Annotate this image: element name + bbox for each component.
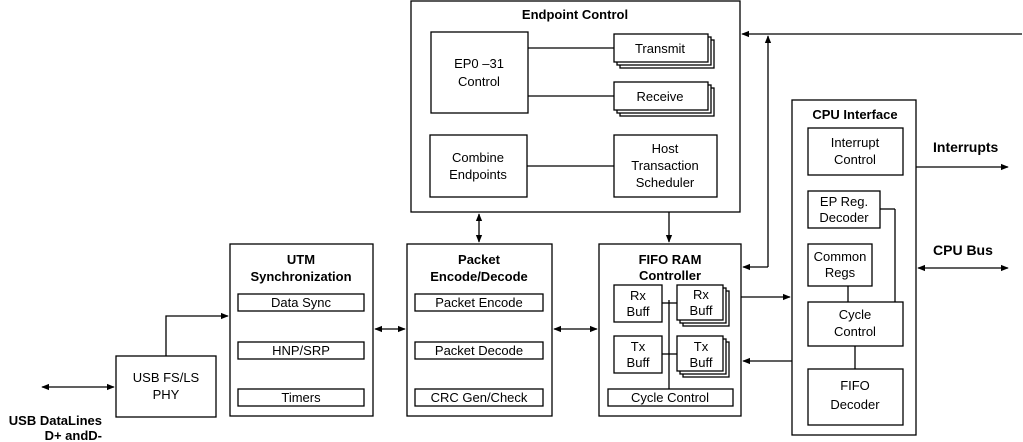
usb-datalines-label-line2: D+ andD- [45, 428, 102, 442]
rx-buff-2-line1: Rx [693, 287, 709, 302]
receive-label: Receive [637, 89, 684, 104]
transmit-label: Transmit [635, 41, 685, 56]
cpu-bus-label: CPU Bus [933, 242, 993, 258]
hnp-srp-label: HNP/SRP [272, 343, 330, 358]
phy-label-line1: USB FS/LS [133, 370, 200, 385]
utm-title-line2: Synchronization [250, 269, 351, 284]
usb-phy-block: USB FS/LS PHY [115, 355, 217, 418]
fifo-ram-controller-block: FIFO RAM Controller Rx Buff Rx Buff Tx B… [598, 243, 742, 417]
phy-label-line2: PHY [153, 387, 180, 402]
connections [41, 30, 1022, 391]
cpu-interface-title: CPU Interface [812, 107, 897, 122]
cpu-interface-block: CPU Interface Interrupt Control EP Reg. … [791, 99, 917, 436]
endpoint-control-block: Endpoint Control EP0 –31 Control Transmi… [410, 0, 741, 213]
ep-control-box: EP0 –31 Control [430, 31, 529, 114]
fifo-decoder-line2: Decoder [830, 397, 880, 412]
interrupt-control-line2: Control [834, 152, 876, 167]
timers-label: Timers [281, 390, 321, 405]
ep-reg-decoder-line2: Decoder [819, 210, 869, 225]
cpu-cycle-control-line1: Cycle [839, 307, 872, 322]
packet-title-line1: Packet [458, 252, 501, 267]
phy-utm-arrow [165, 312, 229, 356]
rx-buff-1-line1: Rx [630, 288, 646, 303]
tx-buff-1-line2: Buff [627, 355, 650, 370]
scheduler-label-line2: Transaction [631, 158, 698, 173]
scheduler-label-line1: Host [652, 141, 679, 156]
combine-endpoints-box: Combine Endpoints [429, 134, 528, 198]
utm-title-line1: UTM [287, 252, 315, 267]
data-sync-label: Data Sync [271, 295, 331, 310]
interrupt-control-line1: Interrupt [831, 135, 880, 150]
interrupts-label: Interrupts [933, 139, 999, 155]
fifo-cycle-control-label: Cycle Control [631, 390, 709, 405]
receive-stack: Receive [613, 81, 715, 117]
transmit-stack: Transmit [613, 33, 715, 69]
combine-label-line1: Combine [452, 150, 504, 165]
packet-title-line2: Encode/Decode [430, 269, 528, 284]
common-regs-line2: Regs [825, 265, 856, 280]
ep-control-label-line2: Control [458, 74, 500, 89]
fifo-ram-title-line2: Controller [639, 268, 701, 283]
packet-encode-decode-block: Packet Encode/Decode Packet Encode Packe… [406, 243, 553, 417]
fifo-decoder-line1: FIFO [840, 378, 870, 393]
tx-buff-2-line1: Tx [694, 339, 709, 354]
usb-datalines-label-line1: USB DataLines [9, 413, 102, 428]
scheduler-label-line3: Scheduler [636, 175, 695, 190]
rx-buff-1-line2: Buff [627, 304, 650, 319]
endpoint-control-title: Endpoint Control [522, 7, 628, 22]
ep-reg-decoder-line1: EP Reg. [820, 194, 868, 209]
tx-buff-1-line1: Tx [631, 339, 646, 354]
tx-buff-2-line2: Buff [690, 355, 713, 370]
rx-buff-2-line2: Buff [690, 303, 713, 318]
fifo-ram-title-line1: FIFO RAM [639, 252, 702, 267]
packet-decode-label: Packet Decode [435, 343, 523, 358]
utm-synchronization-block: UTM Synchronization Data Sync HNP/SRP Ti… [229, 243, 374, 417]
combine-label-line2: Endpoints [449, 167, 507, 182]
host-transaction-scheduler-box: Host Transaction Scheduler [613, 134, 718, 198]
crc-gen-check-label: CRC Gen/Check [431, 390, 528, 405]
ep-control-label-line1: EP0 –31 [454, 56, 504, 71]
cpu-cycle-control-line2: Control [834, 324, 876, 339]
common-regs-line1: Common [814, 249, 867, 264]
packet-encode-label: Packet Encode [435, 295, 522, 310]
